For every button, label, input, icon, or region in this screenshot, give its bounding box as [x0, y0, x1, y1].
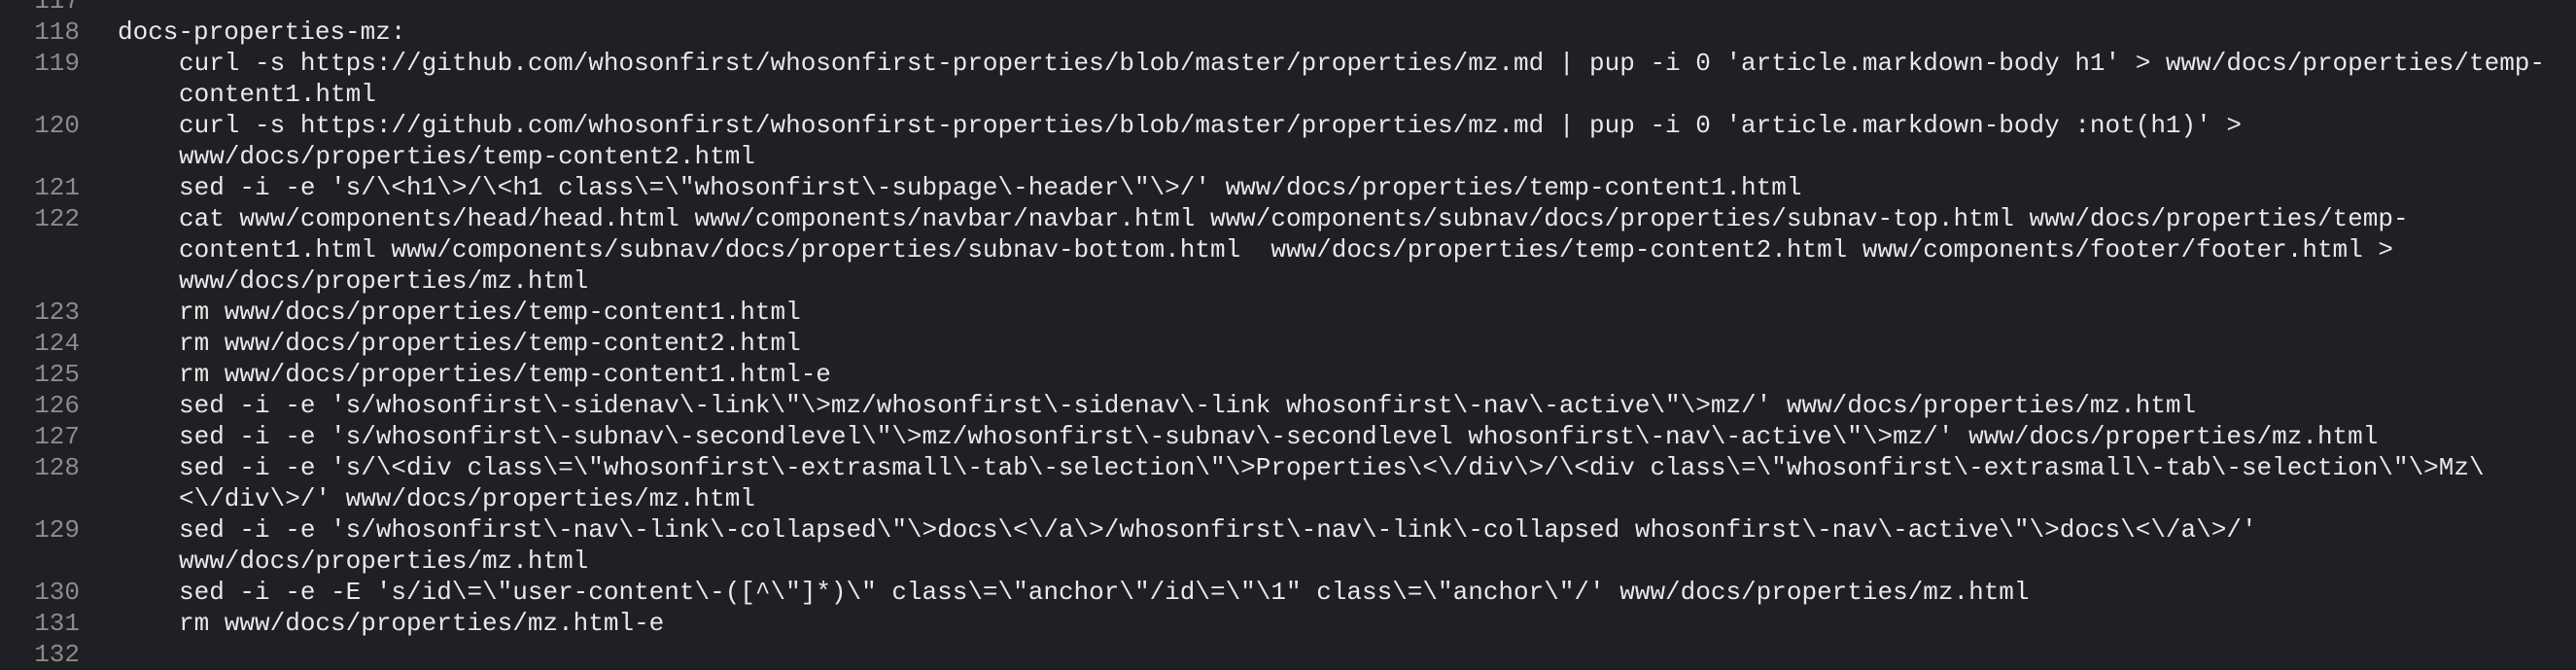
- line-content: docs-properties-mz:: [80, 17, 2576, 48]
- line-number: 117: [34, 0, 80, 16]
- code-line: 118 docs-properties-mz:: [0, 17, 2576, 48]
- line-content: [80, 639, 2576, 670]
- code-text: rm www/docs/properties/temp-content1.htm…: [179, 298, 801, 327]
- code-line: 124 rm www/docs/properties/temp-content2.…: [0, 328, 2576, 359]
- line-content: rm www/docs/properties/temp-content1.htm…: [80, 297, 2576, 328]
- line-content: sed -i -e 's/\<div class\=\"whosonfirst\…: [80, 452, 2576, 514]
- line-number: 125: [34, 360, 80, 389]
- code-text: curl -s https://github.com/whosonfirst/w…: [179, 111, 2242, 140]
- line-content: rm www/docs/properties/temp-content1.htm…: [80, 359, 2576, 390]
- code-line: 123 rm www/docs/properties/temp-content1.…: [0, 297, 2576, 328]
- line-content: curl -s https://github.com/whosonfirst/w…: [80, 48, 2576, 110]
- code-line: 117: [0, 0, 2576, 17]
- line-content: [80, 0, 2576, 17]
- code-text: sed -i -e 's/whosonfirst\-sidenav\-link\…: [179, 391, 2197, 420]
- code-line: 126 sed -i -e 's/whosonfirst\-sidenav\-li…: [0, 390, 2576, 421]
- line-number: 119: [34, 49, 80, 78]
- line-number: 121: [34, 173, 80, 202]
- code-text: docs-properties-mz:: [118, 18, 406, 47]
- line-content: rm www/docs/properties/temp-content2.htm…: [80, 328, 2576, 359]
- code-line: 130 sed -i -e -E 's/id\=\"user-content\-(…: [0, 577, 2576, 608]
- line-content: sed -i -e 's/\<h1\>/\<h1 class\=\"whoson…: [80, 172, 2576, 203]
- line-content: sed -i -e 's/whosonfirst\-nav\-link\-col…: [80, 514, 2576, 577]
- line-number: 132: [34, 640, 80, 669]
- code-line: 132: [0, 639, 2576, 670]
- code-text: <\/div\>/' www/docs/properties/mz.html: [179, 484, 755, 513]
- line-number: 127: [34, 422, 80, 451]
- code-line: 129 sed -i -e 's/whosonfirst\-nav\-link\-…: [0, 514, 2576, 577]
- code-line: 125 rm www/docs/properties/temp-content1.…: [0, 359, 2576, 390]
- line-number: 123: [34, 298, 80, 327]
- code-text: rm www/docs/properties/mz.html-e: [179, 609, 665, 638]
- code-line: 127 sed -i -e 's/whosonfirst\-subnav\-sec…: [0, 421, 2576, 452]
- line-number: 124: [34, 329, 80, 358]
- line-content: sed -i -e -E 's/id\=\"user-content\-([^\…: [80, 577, 2576, 608]
- code-line: 121 sed -i -e 's/\<h1\>/\<h1 class\=\"who…: [0, 172, 2576, 203]
- code-line: 128 sed -i -e 's/\<div class\=\"whosonfir…: [0, 452, 2576, 514]
- code-text: www/docs/properties/mz.html: [179, 547, 589, 576]
- code-text: [118, 639, 2576, 670]
- code-text: sed -i -e 's/whosonfirst\-nav\-link\-col…: [179, 515, 2257, 545]
- code-text: www/docs/properties/mz.html: [179, 266, 589, 296]
- line-content: sed -i -e 's/whosonfirst\-sidenav\-link\…: [80, 390, 2576, 421]
- line-number: 128: [34, 453, 80, 482]
- code-text: content1.html www/components/subnav/docs…: [179, 235, 2393, 264]
- line-content: rm www/docs/properties/mz.html-e: [80, 608, 2576, 639]
- code-line: 131 rm www/docs/properties/mz.html-e: [0, 608, 2576, 639]
- line-content: sed -i -e 's/whosonfirst\-subnav\-second…: [80, 421, 2576, 452]
- line-number: 130: [34, 578, 80, 607]
- code-line: 120 curl -s https://github.com/whosonfirs…: [0, 110, 2576, 172]
- code-text: rm www/docs/properties/temp-content1.htm…: [179, 360, 831, 389]
- line-number: 118: [34, 18, 80, 47]
- code-text: [118, 0, 2576, 17]
- line-number: 126: [34, 391, 80, 420]
- line-number: 129: [34, 515, 80, 545]
- code-text: rm www/docs/properties/temp-content2.htm…: [179, 329, 801, 358]
- code-text: sed -i -e 's/\<div class\=\"whosonfirst\…: [179, 453, 2485, 482]
- line-number: 122: [34, 204, 80, 233]
- code-text: www/docs/properties/temp-content2.html: [179, 142, 755, 171]
- code-line: 122 cat www/components/head/head.html www…: [0, 203, 2576, 297]
- code-text: content1.html: [179, 80, 376, 109]
- code-text: curl -s https://github.com/whosonfirst/w…: [179, 49, 2545, 78]
- code-text: sed -i -e 's/whosonfirst\-subnav\-second…: [179, 422, 2379, 451]
- code-line: 119 curl -s https://github.com/whosonfirs…: [0, 48, 2576, 110]
- line-number: 120: [34, 111, 80, 140]
- code-text: sed -i -e -E 's/id\=\"user-content\-([^\…: [179, 578, 2030, 607]
- code-text: sed -i -e 's/\<h1\>/\<h1 class\=\"whoson…: [179, 173, 1802, 202]
- code-text: cat www/components/head/head.html www/co…: [179, 204, 2409, 233]
- line-content: cat www/components/head/head.html www/co…: [80, 203, 2576, 297]
- line-number: 131: [34, 609, 80, 638]
- line-content: curl -s https://github.com/whosonfirst/w…: [80, 110, 2576, 172]
